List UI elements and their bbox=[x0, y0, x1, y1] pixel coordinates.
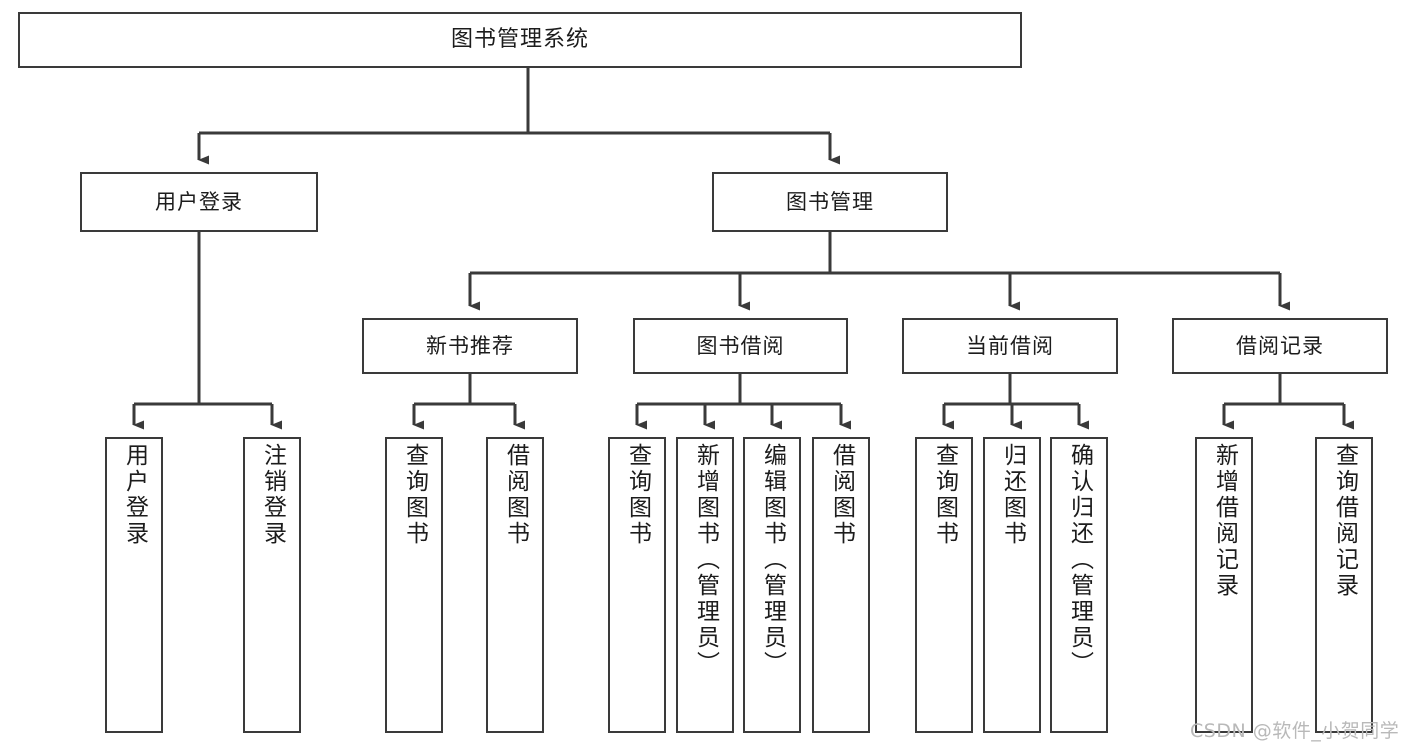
leaf-return-book-label: 归还图书 bbox=[999, 443, 1026, 547]
leaf-edit-book[interactable]: 编辑图书（管理员） bbox=[743, 437, 801, 733]
node-new-book-rec-label: 新书推荐 bbox=[426, 333, 514, 358]
csdn-watermark: CSDN @软件_小贺同学 bbox=[1190, 720, 1400, 742]
leaf-add-record-label: 新增借阅记录 bbox=[1211, 443, 1238, 599]
leaf-query-book-bb[interactable]: 查询图书 bbox=[608, 437, 666, 733]
node-root[interactable]: 图书管理系统 bbox=[18, 12, 1022, 68]
leaf-add-book-label: 新增图书（管理员） bbox=[692, 443, 719, 677]
node-book-borrow[interactable]: 图书借阅 bbox=[633, 318, 848, 374]
leaf-query-book-cb[interactable]: 查询图书 bbox=[915, 437, 973, 733]
leaf-confirm-return-label: 确认归还（管理员） bbox=[1066, 443, 1093, 677]
node-user-login-label: 用户登录 bbox=[155, 189, 243, 214]
leaf-borrow-book-bb-label: 借阅图书 bbox=[828, 443, 855, 547]
node-root-label: 图书管理系统 bbox=[450, 27, 589, 53]
leaf-query-record-label: 查询借阅记录 bbox=[1331, 443, 1358, 599]
leaf-logout-label: 注销登录 bbox=[259, 443, 286, 547]
leaf-add-record[interactable]: 新增借阅记录 bbox=[1195, 437, 1253, 733]
leaf-logout[interactable]: 注销登录 bbox=[243, 437, 301, 733]
leaf-borrow-book-bb[interactable]: 借阅图书 bbox=[812, 437, 870, 733]
leaf-borrow-book-rec-label: 借阅图书 bbox=[502, 443, 529, 547]
leaf-return-book[interactable]: 归还图书 bbox=[983, 437, 1041, 733]
leaf-user-login-label: 用户登录 bbox=[121, 443, 148, 547]
leaf-user-login[interactable]: 用户登录 bbox=[105, 437, 163, 733]
leaf-query-book-cb-label: 查询图书 bbox=[931, 443, 958, 547]
node-current-borrow[interactable]: 当前借阅 bbox=[902, 318, 1118, 374]
node-current-borrow-label: 当前借阅 bbox=[966, 333, 1054, 358]
node-book-borrow-label: 图书借阅 bbox=[696, 333, 785, 358]
node-new-book-rec[interactable]: 新书推荐 bbox=[362, 318, 578, 374]
node-borrow-record[interactable]: 借阅记录 bbox=[1172, 318, 1388, 374]
leaf-query-book-rec-label: 查询图书 bbox=[401, 443, 428, 547]
leaf-query-book-bb-label: 查询图书 bbox=[624, 443, 651, 547]
leaf-query-book-rec[interactable]: 查询图书 bbox=[385, 437, 443, 733]
node-user-login[interactable]: 用户登录 bbox=[80, 172, 318, 232]
node-borrow-record-label: 借阅记录 bbox=[1236, 333, 1324, 358]
node-book-manage[interactable]: 图书管理 bbox=[712, 172, 948, 232]
leaf-add-book[interactable]: 新增图书（管理员） bbox=[676, 437, 734, 733]
leaf-borrow-book-rec[interactable]: 借阅图书 bbox=[486, 437, 544, 733]
node-book-manage-label: 图书管理 bbox=[786, 189, 874, 214]
leaf-edit-book-label: 编辑图书（管理员） bbox=[759, 443, 786, 677]
leaf-confirm-return[interactable]: 确认归还（管理员） bbox=[1050, 437, 1108, 733]
leaf-query-record[interactable]: 查询借阅记录 bbox=[1315, 437, 1373, 733]
